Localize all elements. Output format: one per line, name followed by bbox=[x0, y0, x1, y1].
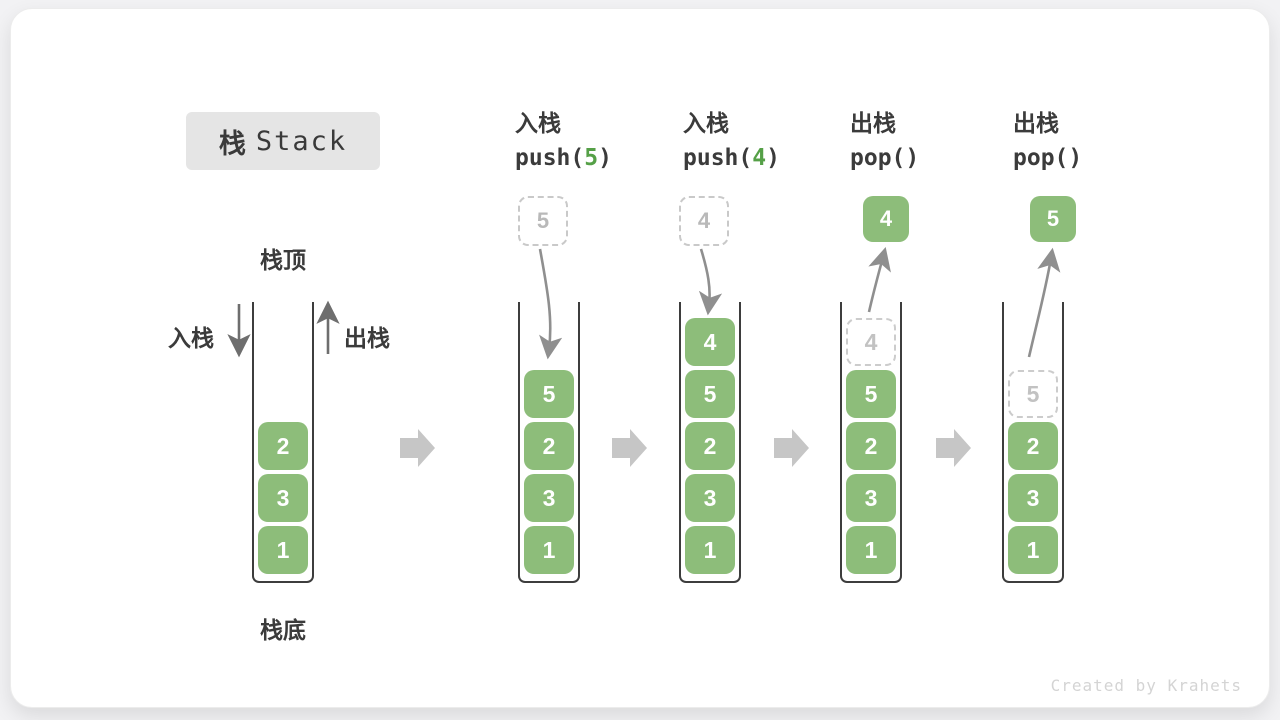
popped-value-box-5: 5 bbox=[1030, 196, 1076, 242]
op-label: 入栈 bbox=[683, 110, 729, 136]
stack-cell: 5 bbox=[524, 370, 574, 418]
stack-cell: 3 bbox=[846, 474, 896, 522]
stack-cell: 2 bbox=[685, 422, 735, 470]
code-label: push(4) bbox=[683, 140, 780, 176]
stack-column-initial: 2 3 1 bbox=[252, 302, 314, 583]
code-suffix: ) bbox=[905, 145, 920, 171]
watermark: Created by Krahets bbox=[1050, 676, 1242, 695]
stack-cell: 2 bbox=[1008, 422, 1058, 470]
stack-column-after-push-5: 5 2 3 1 bbox=[518, 302, 580, 583]
code-arg: 4 bbox=[752, 145, 767, 171]
stack-cell: 3 bbox=[685, 474, 735, 522]
code-prefix: pop( bbox=[1013, 145, 1069, 171]
header-push-5: 入栈 push(5) bbox=[515, 106, 612, 176]
stack-cell: 5 bbox=[685, 370, 735, 418]
stack-cell: 1 bbox=[524, 526, 574, 574]
stack-cell: 1 bbox=[258, 526, 308, 574]
stack-top-label: 栈顶 bbox=[260, 247, 306, 273]
header-pop-1: 出栈 pop() bbox=[850, 106, 919, 176]
code-label: push(5) bbox=[515, 140, 612, 176]
stack-cell-ghost: 5 bbox=[1008, 370, 1058, 418]
stack-cell: 3 bbox=[1008, 474, 1058, 522]
pop-direction-label: 出栈 bbox=[344, 325, 390, 351]
stack-cell: 1 bbox=[1008, 526, 1058, 574]
title-cjk: 栈 bbox=[218, 128, 246, 159]
code-label: pop() bbox=[850, 140, 919, 176]
stack-column-after-pop-5: 5 2 3 1 bbox=[1002, 302, 1064, 583]
code-suffix: ) bbox=[1068, 145, 1083, 171]
header-push-4: 入栈 push(4) bbox=[683, 106, 780, 176]
stack-column-after-pop-4: 4 5 2 3 1 bbox=[840, 302, 902, 583]
code-suffix: ) bbox=[766, 145, 780, 171]
stack-cell-ghost: 4 bbox=[846, 318, 896, 366]
code-arg: 5 bbox=[584, 145, 599, 171]
push-value-box-4: 4 bbox=[679, 196, 729, 246]
stack-cell: 4 bbox=[685, 318, 735, 366]
stack-cell: 2 bbox=[524, 422, 574, 470]
stack-cell: 1 bbox=[685, 526, 735, 574]
code-suffix: ) bbox=[598, 145, 612, 171]
stack-column-after-push-4: 4 5 2 3 1 bbox=[679, 302, 741, 583]
code-label: pop() bbox=[1013, 140, 1082, 176]
push-value-box-5: 5 bbox=[518, 196, 568, 246]
header-pop-2: 出栈 pop() bbox=[1013, 106, 1082, 176]
push-direction-label: 入栈 bbox=[168, 325, 214, 351]
stack-cell: 3 bbox=[524, 474, 574, 522]
op-label: 出栈 bbox=[850, 110, 896, 136]
stack-bottom-label: 栈底 bbox=[260, 617, 306, 643]
op-label: 出栈 bbox=[1013, 110, 1059, 136]
code-prefix: push( bbox=[515, 145, 585, 171]
popped-value-box-4: 4 bbox=[863, 196, 909, 242]
title-latin: Stack bbox=[255, 125, 348, 157]
stack-cell: 2 bbox=[258, 422, 308, 470]
code-prefix: pop( bbox=[850, 145, 906, 171]
op-label: 入栈 bbox=[515, 110, 561, 136]
page-title: 栈 Stack bbox=[186, 112, 380, 170]
stack-cell: 5 bbox=[846, 370, 896, 418]
stack-cell: 2 bbox=[846, 422, 896, 470]
code-prefix: push( bbox=[683, 145, 753, 171]
stack-cell: 3 bbox=[258, 474, 308, 522]
stack-cell: 1 bbox=[846, 526, 896, 574]
